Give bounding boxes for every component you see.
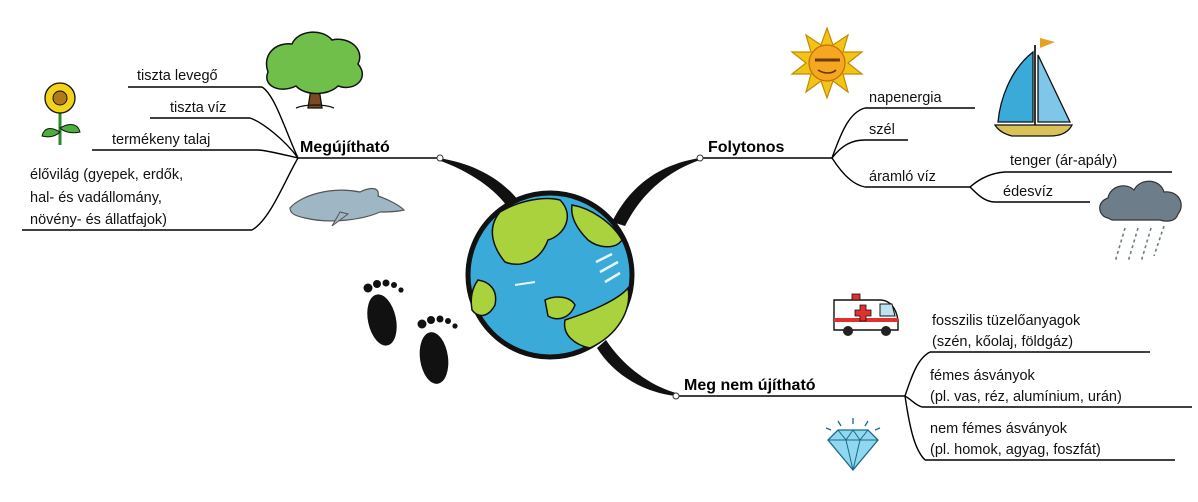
dolphin-icon [290,189,404,226]
sunflower-icon [42,83,80,145]
branch-title-megujithato: Megújítható [300,139,390,156]
label-napenergia: napenergia [869,90,942,106]
label-elovilag-1: élővilág (gyepek, erdők, [30,167,183,183]
rain-cloud-icon [1100,181,1181,262]
label-aramlo-viz: áramló víz [869,169,936,185]
label-femes-1: fémes ásványok [930,368,1036,384]
sun-icon [792,28,862,98]
label-tenger: tenger (ár-apály) [1010,153,1117,169]
ambulance-icon [834,294,898,336]
branch-title-folytonos: Folytonos [708,139,785,156]
label-femes-2: (pl. vas, réz, alumínium, urán) [930,389,1122,405]
branch-title-meg-nem-ujithato: Meg nem újítható [684,377,816,394]
label-tiszta-viz: tiszta víz [170,100,226,116]
label-fosszilis-1: fosszilis tüzelőanyagok [932,313,1081,329]
label-szel: szél [869,122,895,138]
label-edesviz: édesvíz [1003,184,1053,200]
trunk-meg-nem [597,340,676,396]
label-fosszilis-2: (szén, kőolaj, földgáz) [932,334,1073,350]
tree-icon [267,32,363,108]
sailboat-icon [995,38,1072,136]
diamond-icon [826,418,880,470]
label-nemfemes-2: (pl. homok, agyag, foszfát) [930,442,1101,458]
footprints-icon [363,280,458,386]
label-elovilag-3: növény- és állatfajok) [30,212,167,228]
label-nemfemes-1: nem fémes ásványok [930,421,1068,437]
label-termekeny-talaj: termékeny talaj [112,132,210,148]
label-tiszta-levego: tiszta levegő [137,68,218,84]
earth-globe-icon [468,193,632,357]
label-elovilag-2: hal- és vadállomány, [30,190,162,206]
trunk-folytonos [612,158,700,226]
